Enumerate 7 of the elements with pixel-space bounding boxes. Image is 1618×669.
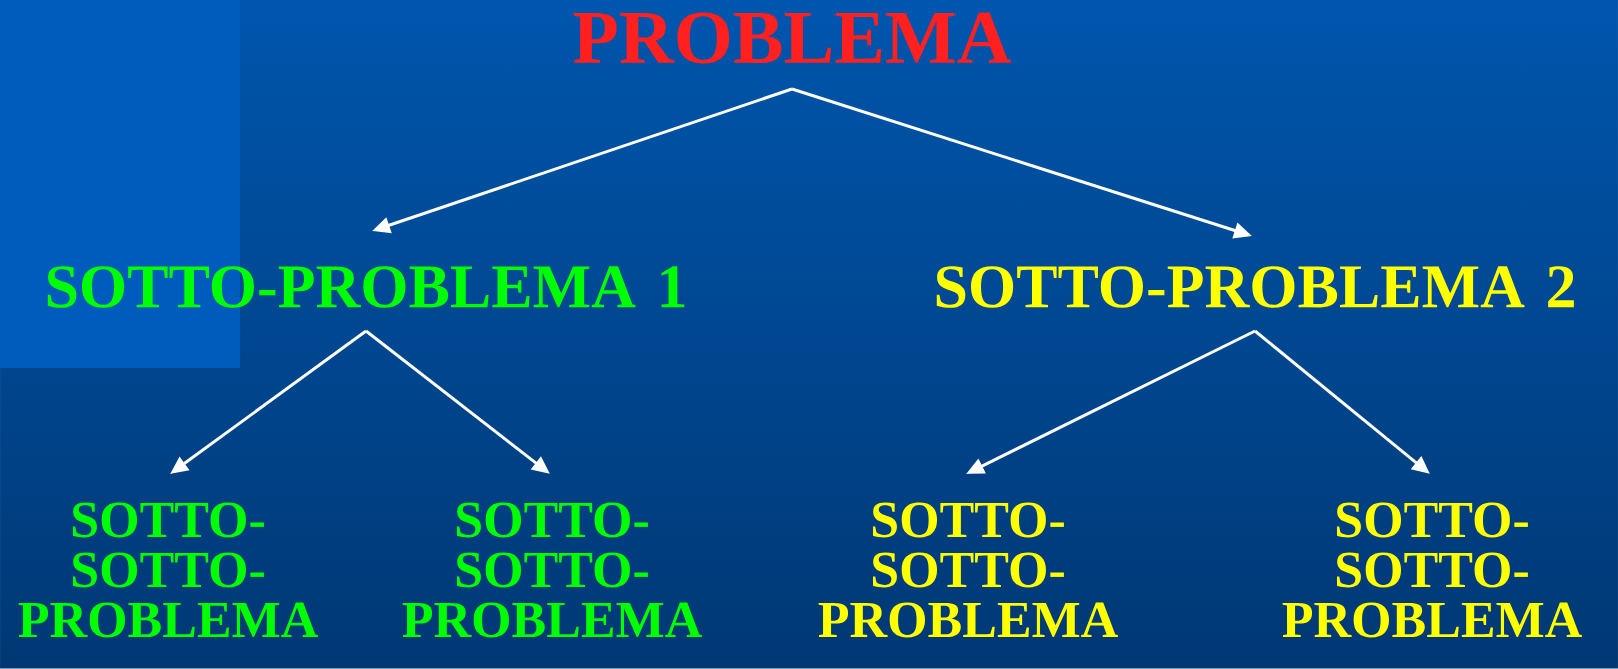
heading-text: SOTTO- SOTTO- PROBLEMA <box>1282 502 1582 638</box>
heading-text: SOTTO- SOTTO- PROBLEMA <box>18 502 318 638</box>
heading-text: PROBLEMA <box>573 12 1012 64</box>
heading-text: SOTTO- SOTTO- PROBLEMA <box>818 502 1118 638</box>
heading-text: SOTTO- SOTTO- PROBLEMA <box>402 502 702 638</box>
heading-text: SOTTO-PROBLEMA 1 <box>47 266 685 308</box>
heading-text: SOTTO-PROBLEMA 2 <box>936 266 1574 308</box>
